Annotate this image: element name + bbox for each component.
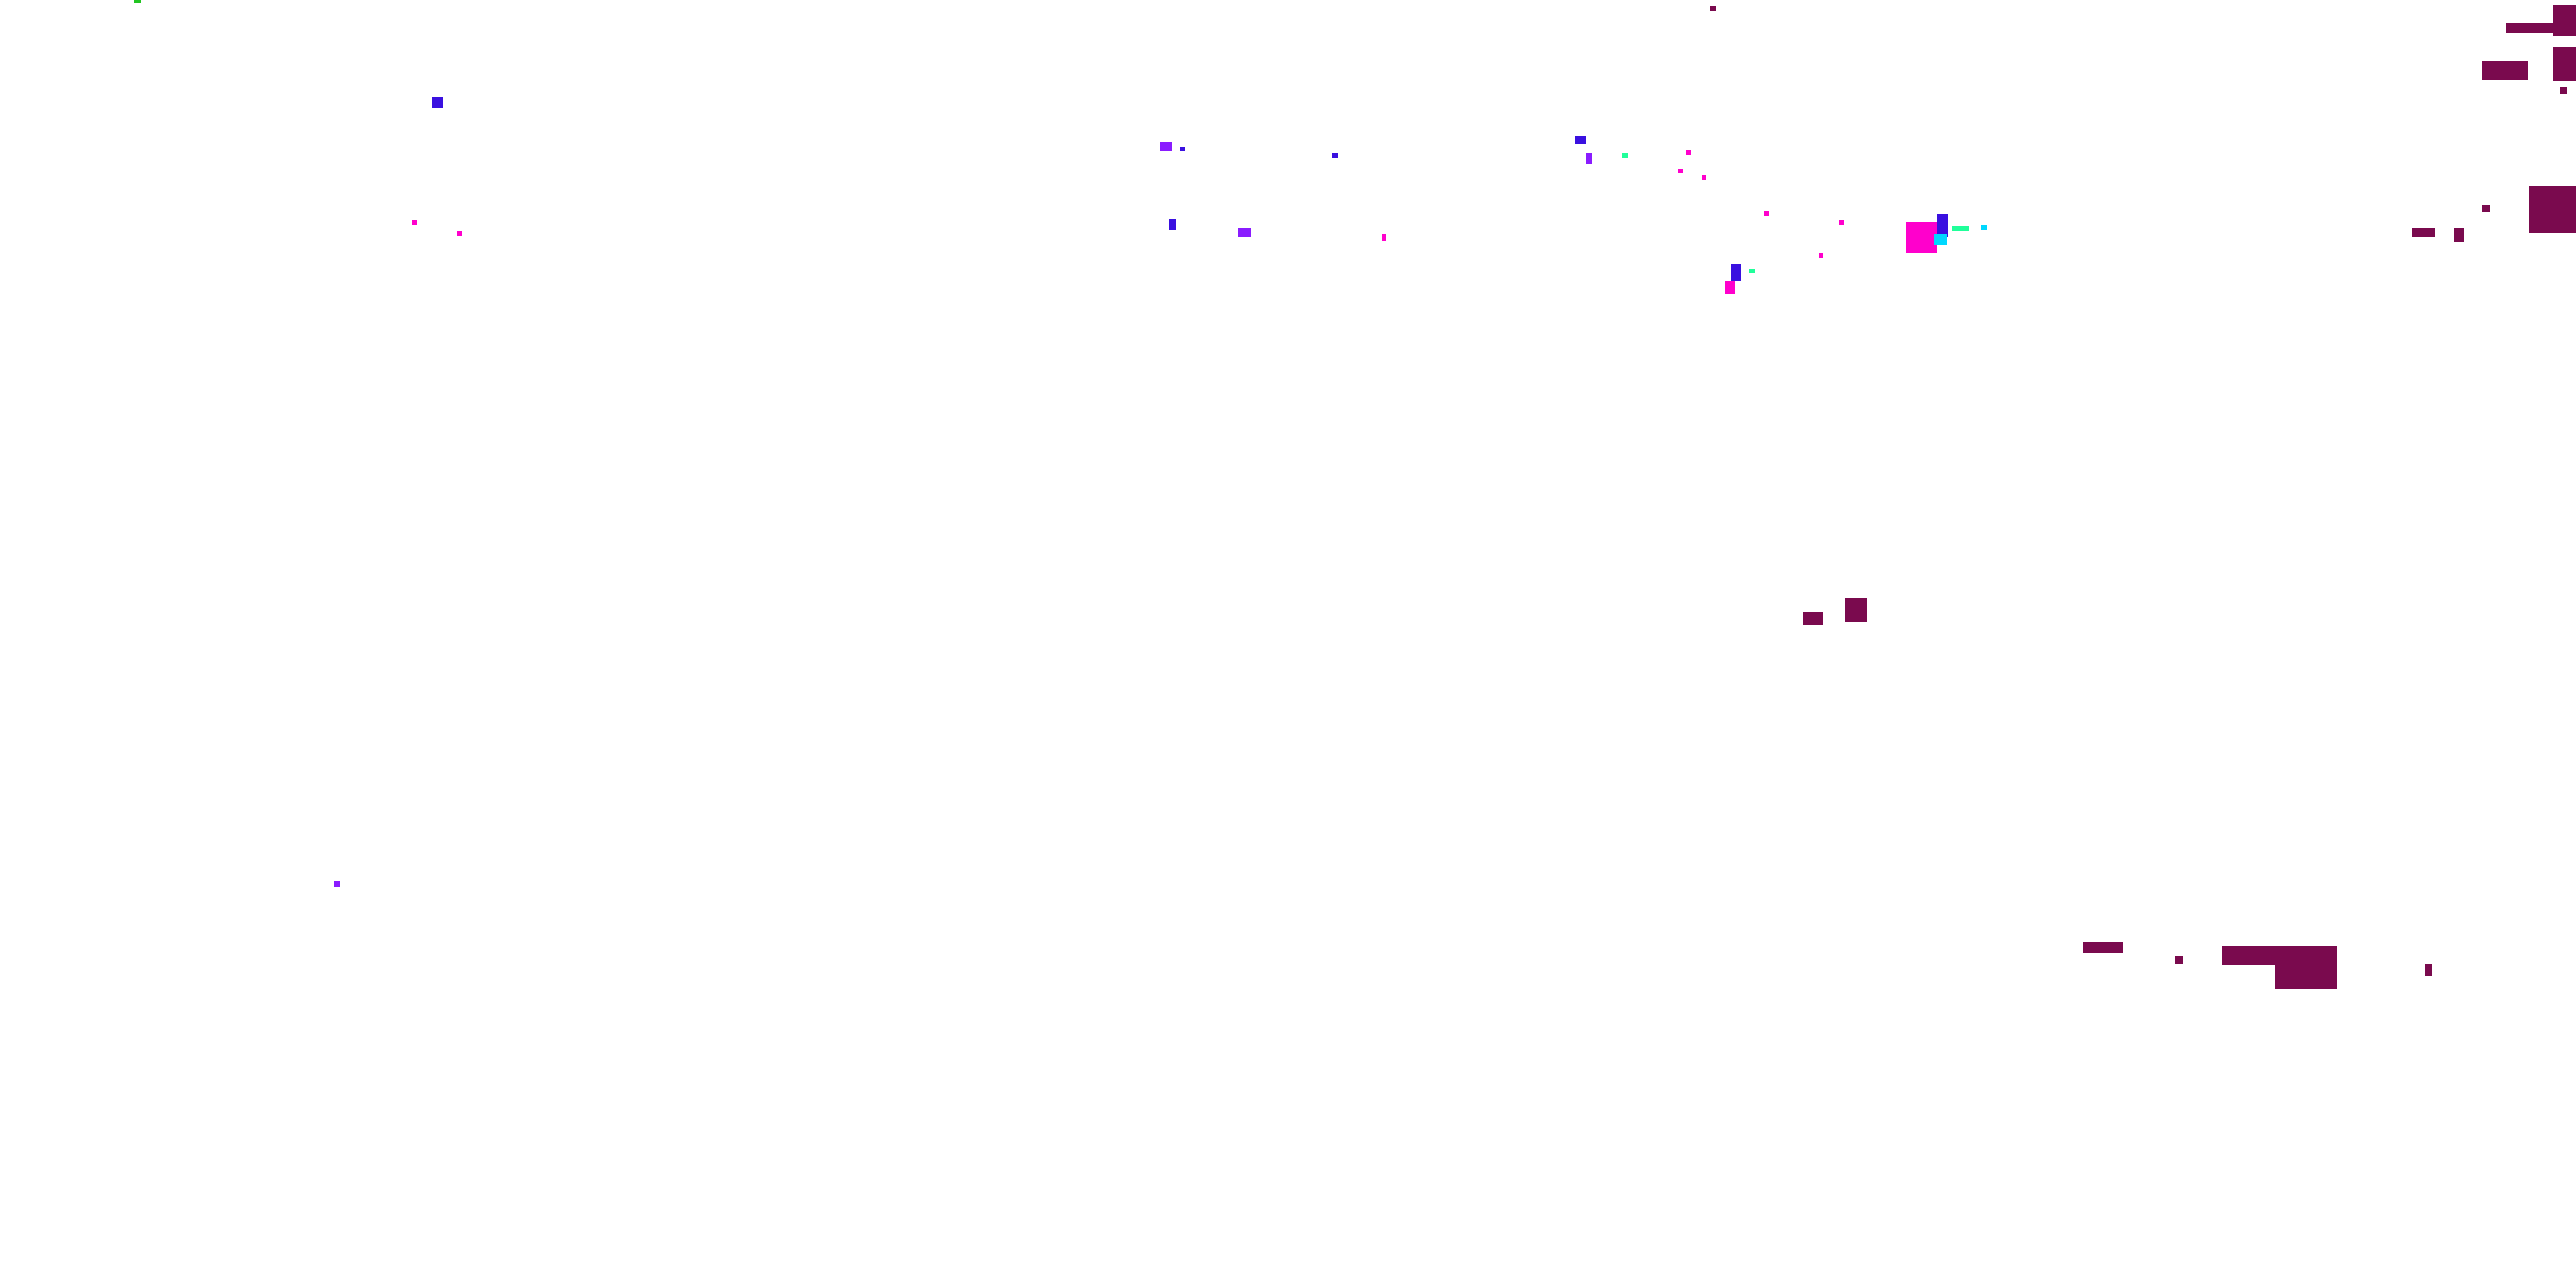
fleck-blue-upper-left <box>432 97 443 108</box>
fleck-magenta-center-e <box>1678 169 1683 173</box>
darkmagenta-cluster-right <box>2412 172 2576 250</box>
fleck-violet-mid-e <box>1238 228 1251 237</box>
cluster-piece <box>2560 87 2567 94</box>
fleck-magenta-center-f <box>1702 175 1706 180</box>
cluster-piece <box>2482 61 2528 80</box>
cluster-piece <box>2482 205 2490 212</box>
fleck-darkmagenta-mid-b <box>1845 598 1867 622</box>
cluster-piece <box>2553 5 2576 36</box>
cluster-piece <box>2275 946 2337 989</box>
cluster-piece <box>2222 946 2276 965</box>
fleck-mint-center-c <box>1622 153 1628 158</box>
cluster-piece <box>2425 964 2432 976</box>
fleck-blue-mid-c <box>1332 153 1338 158</box>
cluster-piece <box>2506 23 2553 33</box>
cluster-piece <box>2529 186 2576 233</box>
cluster-piece <box>2083 942 2123 953</box>
fleck-blue-center-j <box>1731 264 1741 281</box>
fleck-magenta-mid-f <box>1382 234 1386 241</box>
fleck-magenta-cluster-a <box>1906 222 1937 253</box>
fleck-darkmagenta-top-center <box>1710 6 1716 11</box>
cluster-piece <box>2553 47 2576 81</box>
fleck-violet-mid-b <box>1180 147 1185 151</box>
cluster-piece <box>2175 956 2183 964</box>
fleck-magenta-center-d <box>1686 150 1691 155</box>
cluster-piece <box>2454 228 2464 242</box>
fleck-magenta-left-b <box>457 231 462 236</box>
fleck-magenta-center-k <box>1725 281 1735 294</box>
fleck-magenta-center-g <box>1764 211 1769 216</box>
darkmagenta-cluster-bottom-right <box>2083 936 2457 993</box>
fleck-violet-mid-a <box>1160 142 1172 151</box>
fleck-magenta-left-a <box>412 220 417 225</box>
fleck-violet-center-b <box>1586 153 1592 164</box>
cluster-piece <box>2412 228 2435 237</box>
fleck-mint-cluster-d <box>1952 226 1969 231</box>
fleck-mint-center-l <box>1749 269 1755 273</box>
fleck-blue-mid-d <box>1169 219 1176 230</box>
fleck-violet-lower-left <box>334 881 340 887</box>
fleck-magenta-center-h <box>1839 220 1844 225</box>
fleck-green-top-left <box>134 0 141 3</box>
fleck-magenta-center-i <box>1819 253 1823 258</box>
fleck-cyan-cluster-c <box>1934 234 1947 245</box>
fleck-cyan-cluster-e <box>1981 225 1987 230</box>
fleck-darkmagenta-mid-a <box>1803 612 1823 625</box>
darkmagenta-cluster-top-right <box>2475 0 2576 102</box>
fleck-blue-center-a <box>1575 136 1586 144</box>
fleck-blue-cluster-b <box>1937 214 1948 237</box>
